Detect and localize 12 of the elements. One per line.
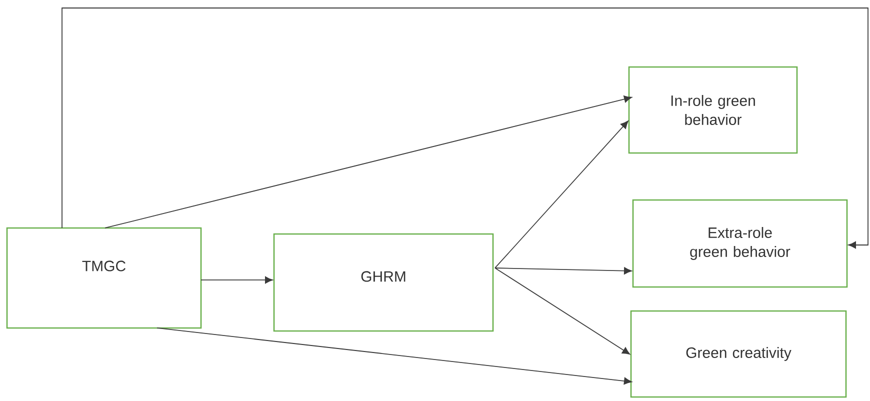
- arrow: [200, 276, 273, 284]
- arrow: [104, 96, 632, 228]
- process-box: GHRM: [273, 233, 494, 332]
- arrow: [494, 267, 632, 274]
- arrow: [494, 268, 630, 355]
- process-box: TMGC: [6, 227, 202, 329]
- process-box: Green creativity: [630, 310, 847, 398]
- arrow: [156, 328, 632, 385]
- process-box: Extra-role green behavior: [632, 199, 848, 288]
- arrow: [62, 8, 868, 249]
- arrow: [494, 120, 628, 268]
- process-box: In-role green behavior: [628, 66, 798, 154]
